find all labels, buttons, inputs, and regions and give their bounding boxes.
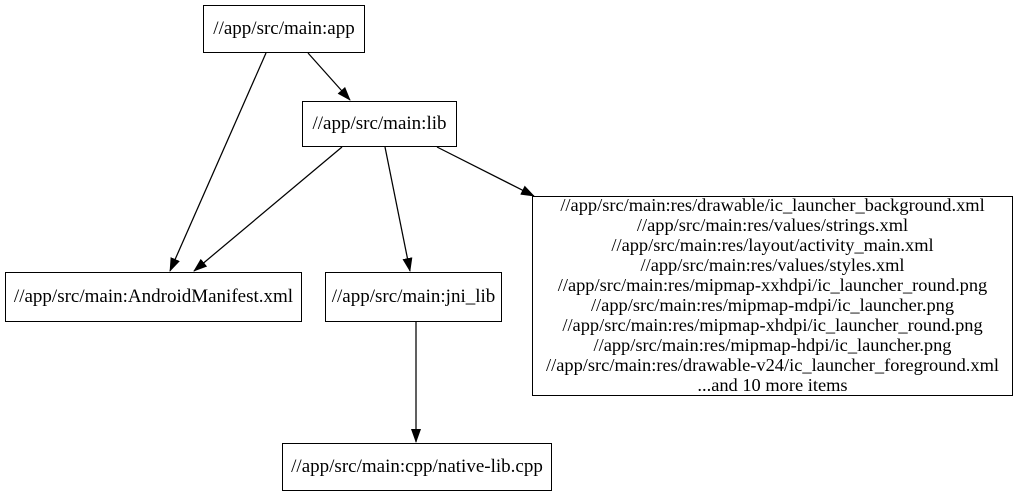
node-lib-target: //app/src/main:lib	[302, 101, 457, 147]
resource-line: //app/src/main:res/layout/activity_main.…	[611, 235, 934, 256]
node-app-label: //app/src/main:app	[213, 18, 355, 39]
node-jni-lib-label: //app/src/main:jni_lib	[331, 286, 496, 307]
node-native-lib-cpp: //app/src/main:cpp/native-lib.cpp	[282, 443, 552, 491]
node-jni-lib: //app/src/main:jni_lib	[325, 272, 502, 322]
node-android-manifest-label: //app/src/main:AndroidManifest.xml	[13, 286, 294, 307]
node-native-lib-cpp-label: //app/src/main:cpp/native-lib.cpp	[291, 456, 543, 477]
resource-line: //app/src/main:res/drawable/ic_launcher_…	[560, 195, 985, 216]
node-resources-group: //app/src/main:res/drawable/ic_launcher_…	[532, 196, 1013, 396]
resource-line: //app/src/main:res/values/strings.xml	[636, 215, 909, 236]
node-android-manifest: //app/src/main:AndroidManifest.xml	[5, 272, 302, 322]
resource-line: //app/src/main:res/mipmap-xhdpi/ic_launc…	[562, 314, 983, 335]
resource-line: //app/src/main:res/drawable-v24/ic_launc…	[546, 354, 999, 375]
resource-line: //app/src/main:res/mipmap-hdpi/ic_launch…	[593, 334, 952, 355]
edge-lib-to-resources	[436, 146, 535, 197]
edge-app-to-android-manifest	[169, 52, 267, 272]
node-app-target: //app/src/main:app	[203, 5, 365, 53]
node-lib-label: //app/src/main:lib	[312, 113, 447, 134]
edge-lib-to-jni-lib	[384, 146, 413, 272]
resource-line: //app/src/main:res/mipmap-xxhdpi/ic_laun…	[557, 275, 988, 296]
edge-app-to-lib	[307, 52, 351, 101]
resource-line: //app/src/main:res/values/styles.xml	[640, 255, 905, 276]
resource-line: //app/src/main:res/mipmap-mdpi/ic_launch…	[590, 295, 955, 315]
resource-line: ...and 10 more items	[697, 374, 848, 395]
edge-lib-to-android-manifest	[193, 146, 343, 272]
